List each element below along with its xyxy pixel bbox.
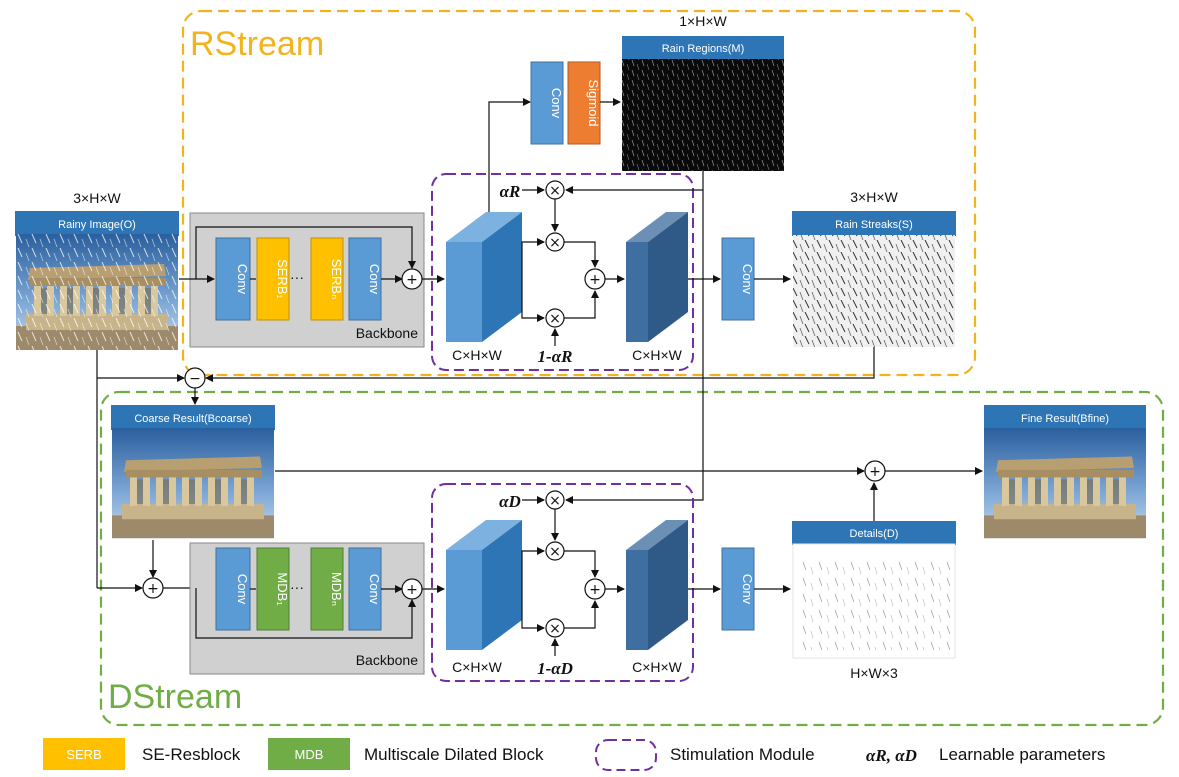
legend-mdb-swatch <box>268 738 350 770</box>
dstream-title: DStream <box>108 678 242 716</box>
svg-text:+: + <box>406 582 418 598</box>
dstream-mdb-1 <box>256 547 290 631</box>
rstream-alpha: αR <box>500 182 521 201</box>
fine-header-label: Fine Result(Bfine) <box>1021 413 1109 425</box>
rstream-feature-cube-left <box>446 212 522 342</box>
dstream-out-conv <box>721 547 755 631</box>
svg-text:×: × <box>549 235 561 251</box>
details-header-label: Details(D) <box>850 528 899 540</box>
rstream-one-minus-alpha: 1-αR <box>538 347 573 366</box>
legend-params-desc: Learnable parameters <box>939 745 1105 764</box>
dstream-mdb-1-label: MDB₁ <box>275 572 290 606</box>
rstream-title: RStream <box>190 25 324 63</box>
dstream-backbone-label: Backbone <box>356 652 418 668</box>
rstream-feat-right-dims: C×H×W <box>632 347 683 363</box>
rstream-backbone-label: Backbone <box>356 325 418 341</box>
legend-serb-swatch <box>43 738 125 770</box>
rain-regions-image <box>622 59 784 171</box>
dstream-one-minus-alpha: 1-αD <box>537 659 573 678</box>
dstream-mdb-n-label: MDBₙ <box>329 572 344 606</box>
rain-regions-header-label: Rain Regions(M) <box>662 43 745 55</box>
rstream-region-conv <box>530 61 564 145</box>
rain-regions-header <box>622 36 784 60</box>
svg-text:+: + <box>869 464 881 480</box>
dstream-container <box>99 390 1165 727</box>
rstream-container <box>181 9 977 377</box>
dstream-out-conv-label: Conv <box>740 574 755 605</box>
svg-text:×: × <box>549 183 561 199</box>
rainy-image <box>16 234 178 350</box>
rstream-serb-n <box>310 237 344 321</box>
input-header-label: Rainy Image(O) <box>58 219 136 231</box>
sigmoid-block <box>567 61 601 145</box>
input-header <box>15 211 179 236</box>
dstream-stimulation-module <box>431 483 694 682</box>
rstream-feature-cube-right <box>626 212 688 342</box>
fine-result-image <box>984 428 1146 539</box>
rain-streaks-header <box>792 211 956 236</box>
dstream-dots: ··· <box>290 579 304 595</box>
dstream-feat-left-dims: C×H×W <box>452 659 503 675</box>
dstream-conv-2 <box>348 547 382 631</box>
rstream-dots: ··· <box>290 269 304 285</box>
rstream-out-conv <box>721 237 755 321</box>
dstream-mdb-n <box>310 547 344 631</box>
rstream-conv-1-label: Conv <box>235 264 250 295</box>
legend-mdb-desc: Multiscale Dilated Block <box>364 745 544 764</box>
svg-text:×: × <box>549 493 561 509</box>
svg-text:+: + <box>589 582 601 598</box>
rain-streaks-image <box>793 235 955 347</box>
svg-text:×: × <box>549 544 561 560</box>
rstream-conv-1 <box>215 237 251 321</box>
dstream-conv-2-label: Conv <box>367 574 382 605</box>
rstream-conv-2-label: Conv <box>367 264 382 295</box>
dstream-alpha: αD <box>499 492 521 511</box>
dstream-feature-cube-left <box>446 520 522 650</box>
svg-text:×: × <box>549 621 561 637</box>
rain-streaks-dims: 3×H×W <box>850 189 898 205</box>
rain-regions-dims: 1×H×W <box>679 13 727 29</box>
details-header <box>792 521 956 545</box>
details-dims: H×W×3 <box>850 665 898 681</box>
dstream-conv-1-label: Conv <box>235 574 250 605</box>
input-dims: 3×H×W <box>73 190 121 206</box>
svg-text:−: − <box>189 371 201 387</box>
legend-serb-desc: SE-Resblock <box>142 745 241 764</box>
svg-text:+: + <box>589 272 601 288</box>
rstream-out-conv-label: Conv <box>740 264 755 295</box>
rstream-serb-n-label: SERBₙ <box>329 259 344 300</box>
svg-text:+: + <box>406 272 418 288</box>
legend-serb-label: SERB <box>66 747 101 762</box>
rain-streaks-header-label: Rain Streaks(S) <box>835 219 913 231</box>
rstream-region-conv-label: Conv <box>549 88 564 119</box>
sigmoid-label: Sigmoid <box>586 80 601 127</box>
details-image <box>792 543 956 659</box>
rstream-serb-1 <box>256 237 290 321</box>
legend-stim-swatch <box>595 739 657 771</box>
coarse-header-label: Coarse Result(Bcoarse) <box>134 413 251 425</box>
dstream-feature-cube-right <box>626 520 688 650</box>
dstream-conv-1 <box>215 547 251 631</box>
svg-text:×: × <box>549 311 561 327</box>
dstream-feat-right-dims: C×H×W <box>632 659 683 675</box>
rstream-conv-2 <box>348 237 382 321</box>
coarse-result-image <box>112 428 274 539</box>
coarse-header <box>111 405 275 430</box>
rstream-stimulation-module <box>431 173 694 371</box>
legend-stim-desc: Stimulation Module <box>670 745 815 764</box>
legend-mdb-label: MDB <box>295 747 324 762</box>
rstream-feat-left-dims: C×H×W <box>452 347 503 363</box>
fine-header <box>984 405 1146 430</box>
rstream-serb-1-label: SERB₁ <box>275 259 290 299</box>
svg-text:+: + <box>147 581 159 597</box>
legend-params-symbols: αR, αD <box>866 746 917 765</box>
